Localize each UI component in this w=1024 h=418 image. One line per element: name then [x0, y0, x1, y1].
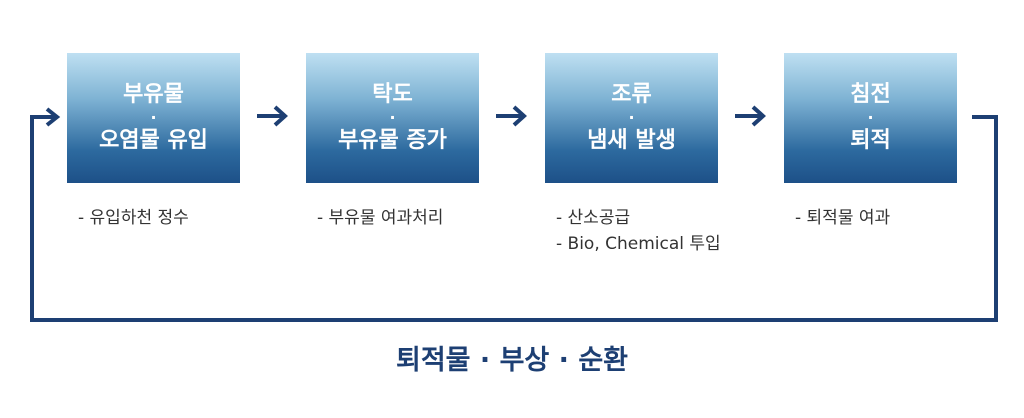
step-subtitle: 퇴적 [850, 128, 891, 153]
arrow-right-icon [496, 105, 527, 127]
step-box-3: 조류 · 냄새 발생 [545, 53, 718, 183]
step-description-4: - 퇴적물 여과 [795, 205, 890, 231]
step-box-2: 탁도 · 부유물 증가 [306, 53, 479, 183]
description-line: - Bio, Chemical 투입 [556, 234, 721, 254]
step-subtitle: 오염물 유입 [99, 128, 208, 153]
description-line: - 퇴적물 여과 [795, 208, 891, 228]
step-subtitle: 냄새 발생 [587, 128, 676, 153]
step-title: 부유물 [123, 82, 184, 107]
step-separator: · [628, 108, 635, 127]
arrow-right-icon [257, 105, 288, 127]
description-line: - 부유물 여과처리 [317, 208, 444, 228]
step-separator: · [867, 108, 874, 127]
step-subtitle: 부유물 증가 [338, 128, 447, 153]
step-separator: · [389, 108, 396, 127]
step-box-1: 부유물 · 오염물 유입 [67, 53, 240, 183]
cycle-title: 퇴적물 · 부상 · 순환 [396, 345, 628, 376]
step-description-2: - 부유물 여과처리 [317, 205, 443, 231]
step-separator: · [150, 108, 157, 127]
description-line: - 유입하천 정수 [78, 208, 189, 228]
step-description-3: - 산소공급 - Bio, Chemical 투입 [556, 205, 721, 257]
step-description-1: - 유입하천 정수 [78, 205, 189, 231]
step-title: 탁도 [372, 82, 413, 107]
step-title: 조류 [611, 82, 652, 107]
description-line: - 산소공급 [556, 208, 631, 228]
step-box-4: 침전 · 퇴적 [784, 53, 957, 183]
step-title: 침전 [850, 82, 891, 107]
arrow-right-icon [735, 105, 766, 127]
